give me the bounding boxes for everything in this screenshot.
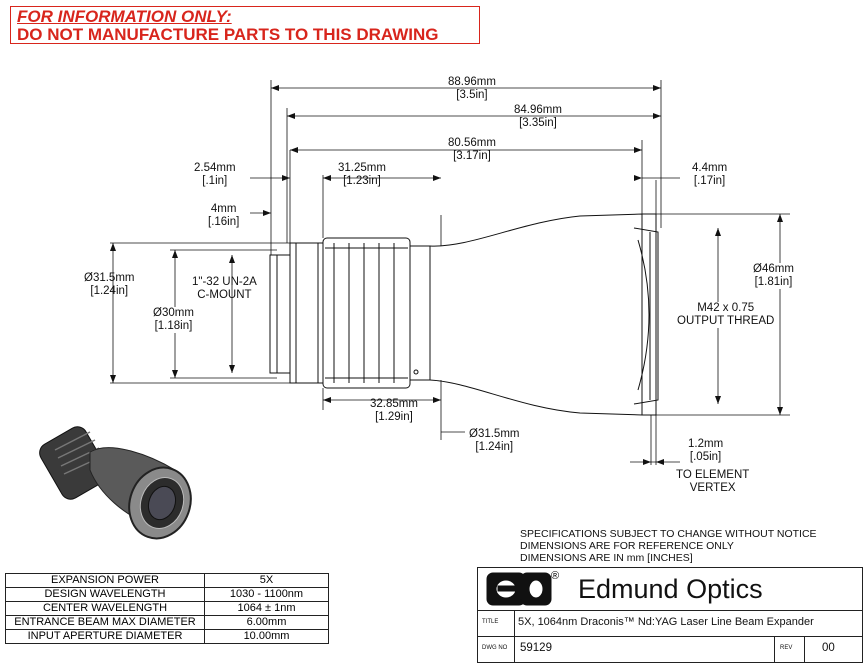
dim-knurl-diameter: 32.85mm[1.29in]: [370, 398, 418, 423]
title-block-logo-row: ® Edmund Optics: [478, 568, 862, 611]
dwg-row: DWG NO 59129 REV 00: [478, 636, 862, 662]
edmund-logo-mark: [486, 572, 552, 606]
dim-inner-diameter: Ø30mm[1.18in]: [153, 307, 194, 333]
note-line: SPECIFICATIONS SUBJECT TO CHANGE WITHOUT…: [520, 528, 817, 540]
product-photo-illustration: [39, 426, 192, 540]
drawing-title: 5X, 1064nm Draconis™ Nd:YAG Laser Line B…: [518, 616, 814, 628]
dim-end-length: 4.4mm[.17in]: [692, 162, 728, 187]
barrel-outline: [269, 213, 659, 416]
dim-output-diameter: Ø46mm[1.81in]: [753, 263, 794, 289]
dim-outer-diameter: Ø31.5mm[1.24in]: [84, 272, 135, 297]
dim-mid-length: 80.56mm[3.17in]: [448, 137, 496, 162]
dim-flange: 2.54mm[.1in]: [194, 162, 236, 187]
rev-label: REV: [780, 645, 793, 651]
title-block: ® Edmund Optics TITLE 5X, 1064nm Draconi…: [477, 567, 863, 663]
title-label: TITLE: [482, 619, 499, 625]
warning-banner: FOR INFORMATION ONLY: DO NOT MANUFACTURE…: [10, 6, 480, 44]
note-line: DIMENSIONS ARE IN mm [INCHES]: [520, 552, 693, 564]
company-name: Edmund Optics: [578, 574, 763, 604]
dim-knurl-length: 31.25mm[1.23in]: [338, 162, 386, 187]
note-line: DIMENSIONS ARE FOR REFERENCE ONLY: [520, 540, 734, 552]
rev-number: 00: [822, 642, 835, 654]
warning-line-1: FOR INFORMATION ONLY:: [17, 7, 232, 26]
dwg-label: DWG NO: [482, 645, 508, 651]
dim-neck-diameter: Ø31.5mm[1.24in]: [469, 428, 520, 453]
title-row: TITLE 5X, 1064nm Draconis™ Nd:YAG Laser …: [478, 610, 862, 637]
registered-mark: ®: [551, 570, 560, 582]
spec-notes: SPECIFICATIONS SUBJECT TO CHANGE WITHOUT…: [520, 528, 817, 564]
dim-overall-length: 88.96mm[3.5in]: [448, 76, 496, 101]
dim-vertex: 1.2mm[.05in]: [688, 438, 724, 463]
warning-line-2: DO NOT MANUFACTURE PARTS TO THIS DRAWING: [17, 25, 439, 44]
dim-thread-length: 4mm[.16in]: [208, 203, 240, 228]
dim-body-length: 84.96mm[3.35in]: [514, 104, 562, 129]
dwg-number: 59129: [520, 642, 552, 654]
